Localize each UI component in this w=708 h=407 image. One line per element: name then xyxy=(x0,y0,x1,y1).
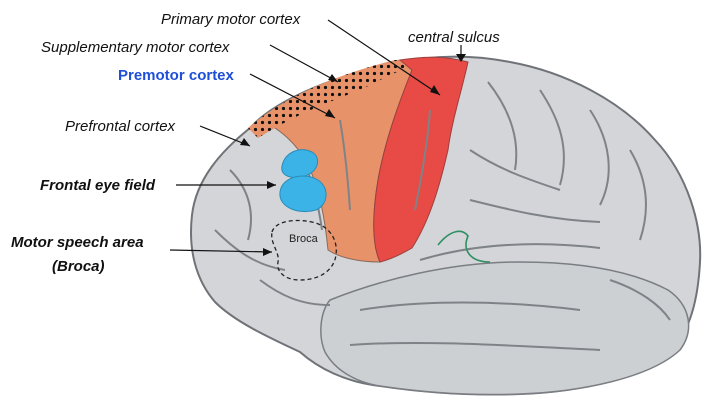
label-supplementary-motor-cortex: Supplementary motor cortex xyxy=(41,39,230,56)
label-premotor-cortex: Premotor cortex xyxy=(118,67,235,84)
broca-inset-label: Broca xyxy=(289,233,319,245)
label-frontal-eye-field: Frontal eye field xyxy=(40,177,156,194)
frontal-eye-field-lower xyxy=(280,176,326,212)
label-broca: (Broca) xyxy=(52,258,105,275)
label-central-sulcus: central sulcus xyxy=(408,29,500,46)
label-primary-motor-cortex: Primary motor cortex xyxy=(161,11,301,28)
label-motor-speech-area: Motor speech area xyxy=(11,234,144,251)
label-prefrontal-cortex: Prefrontal cortex xyxy=(65,118,176,135)
